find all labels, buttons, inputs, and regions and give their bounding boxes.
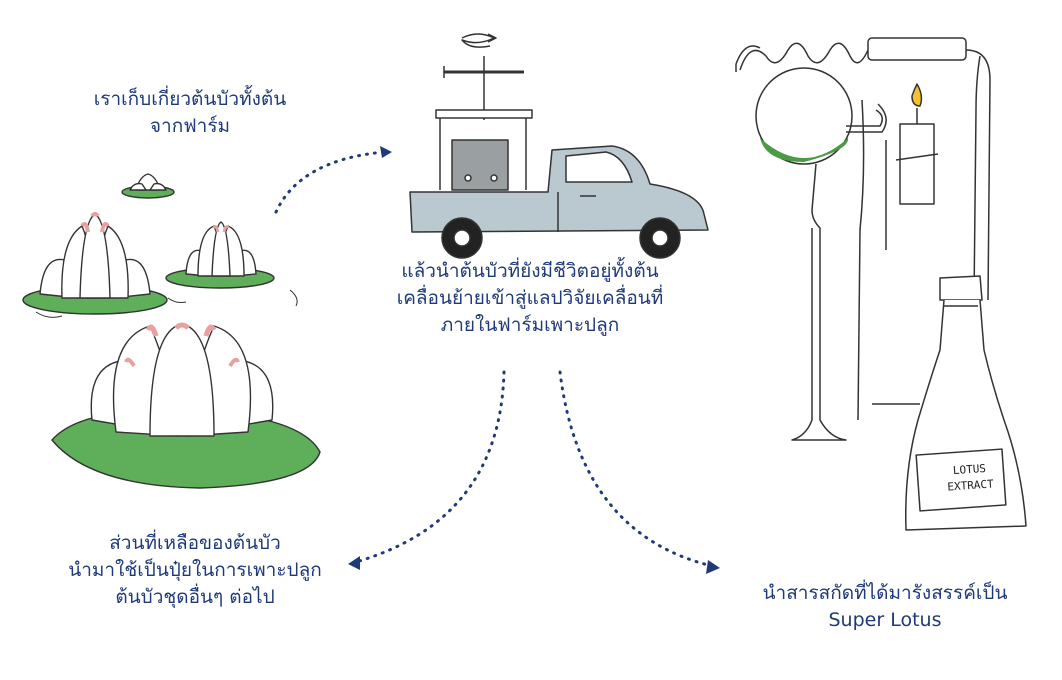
caption-transport: แล้วนำต้นบัวที่ยังมีชีวิตอยู่ทั้งต้น เคล…	[340, 258, 720, 339]
caption-line: นำมาใช้เป็นปุ๋ยในการเพาะปลูก	[68, 559, 322, 581]
arrowhead-icon	[348, 556, 360, 570]
caption-line: เราเก็บเกี่ยวต้นบัวทั้งต้น	[93, 88, 287, 110]
lotus-flower-icon	[22, 212, 168, 315]
caption-extract: นำสารสกัดที่ได้มารังสรรค์เป็น Super Lotu…	[720, 580, 1050, 634]
caption-line: นำสารสกัดที่ได้มารังสรรค์เป็น	[762, 582, 1008, 604]
flask-label: LOTUS EXTRACT	[924, 459, 1016, 497]
lotus-group	[22, 173, 321, 489]
caption-line: แล้วนำต้นบัวที่ยังมีชีวิตอยู่ทั้งต้น	[401, 260, 659, 282]
caption-line: เคลื่อนย้ายเข้าสู่แลปวิจัยเคลื่อนที่	[396, 287, 664, 309]
caption-line: จากฟาร์ม	[149, 115, 231, 137]
caption-line: Super Lotus	[828, 609, 942, 631]
lotus-flower-icon	[121, 173, 175, 199]
arrowhead-icon	[380, 146, 392, 158]
caption-line: ต้นบัวชุดอื่นๆ ต่อไป	[115, 586, 275, 608]
pickup-truck-icon	[409, 33, 709, 259]
arrowhead-icon	[706, 560, 720, 574]
lotus-flower-icon	[51, 322, 321, 489]
caption-line: ภายในฟาร์มเพาะปลูก	[440, 314, 620, 336]
arrow-truck-to-fertilizer	[354, 370, 506, 564]
candle-icon	[895, 83, 939, 205]
caption-line: ส่วนที่เหลือของต้นบัว	[109, 532, 281, 554]
arrows	[274, 150, 714, 568]
distillation-apparatus-icon	[735, 37, 1027, 531]
flask-icon	[905, 275, 1027, 531]
arrow-truck-to-extract	[558, 370, 714, 568]
arrowheads	[348, 146, 720, 574]
lotus-flower-icon	[165, 221, 275, 289]
caption-fertilizer: ส่วนที่เหลือของต้นบัว นำมาใช้เป็นปุ๋ยในก…	[40, 530, 350, 611]
arrow-harvest-to-truck	[274, 150, 386, 214]
caption-harvest: เราเก็บเกี่ยวต้นบัวทั้งต้น จากฟาร์ม	[60, 86, 320, 140]
